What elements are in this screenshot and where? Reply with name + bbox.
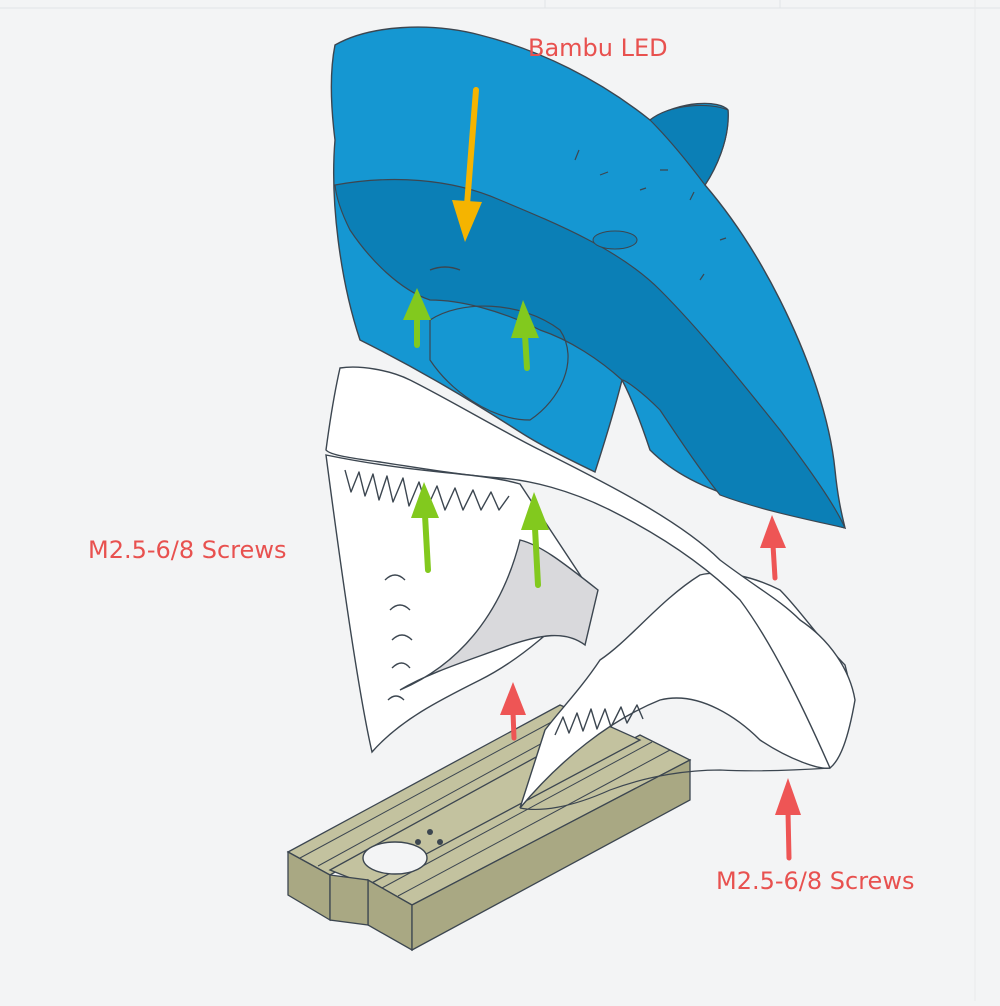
arrow-up-head <box>411 482 439 518</box>
upper-teeth <box>344 469 510 511</box>
bambu-led-label: Bambu LED <box>528 34 668 62</box>
base-stand <box>286 704 692 952</box>
arrow-up-head <box>403 288 431 320</box>
head-cavity <box>334 178 847 529</box>
base-circular-cutout <box>362 841 428 875</box>
arrow-up-icon <box>422 512 431 573</box>
dorsal-fin <box>649 104 729 187</box>
lower-jaw-edge <box>519 767 831 810</box>
upper-jaw-body <box>325 366 856 770</box>
arrow-up-head <box>500 682 526 715</box>
arrow-down-head <box>452 200 482 242</box>
palate-plate <box>399 539 599 691</box>
surface-marks <box>574 149 727 281</box>
inner-teeth <box>384 574 413 701</box>
screw-hole <box>427 829 433 835</box>
groove-line <box>299 711 571 859</box>
arrow-up-icon <box>532 525 541 588</box>
base-long-side <box>411 758 691 952</box>
red-arrow <box>500 682 526 741</box>
arrow-up-icon <box>770 542 778 581</box>
led-arrow <box>452 87 482 242</box>
arrow-up-head <box>760 515 786 548</box>
groove-line <box>381 741 653 889</box>
arrow-up-icon <box>510 709 517 741</box>
arrow-up-icon <box>785 809 792 861</box>
arrow-up-head <box>511 300 539 338</box>
eye-bump <box>592 230 638 250</box>
green-arrow <box>403 288 431 348</box>
green-arrow <box>521 492 549 588</box>
lower-teeth <box>554 704 644 736</box>
green-arrow <box>511 300 539 371</box>
screw-slot <box>429 266 461 271</box>
red-arrow <box>775 778 801 861</box>
arrow-up-head <box>775 778 801 815</box>
arrow-down-icon <box>464 87 479 208</box>
base-slot <box>329 874 369 926</box>
arrow-up-icon <box>522 332 530 371</box>
arrow-up-head <box>521 492 549 530</box>
screw-hole <box>437 839 443 845</box>
shark-head <box>330 26 847 530</box>
inner-ring <box>429 305 569 421</box>
screws-label-left: M2.5-6/8 Screws <box>88 536 287 564</box>
screw-hole <box>415 839 421 845</box>
groove-line <box>397 749 671 897</box>
red-arrow <box>760 515 786 581</box>
screws-label-right: M2.5-6/8 Screws <box>716 867 915 895</box>
green-arrow <box>411 482 439 573</box>
